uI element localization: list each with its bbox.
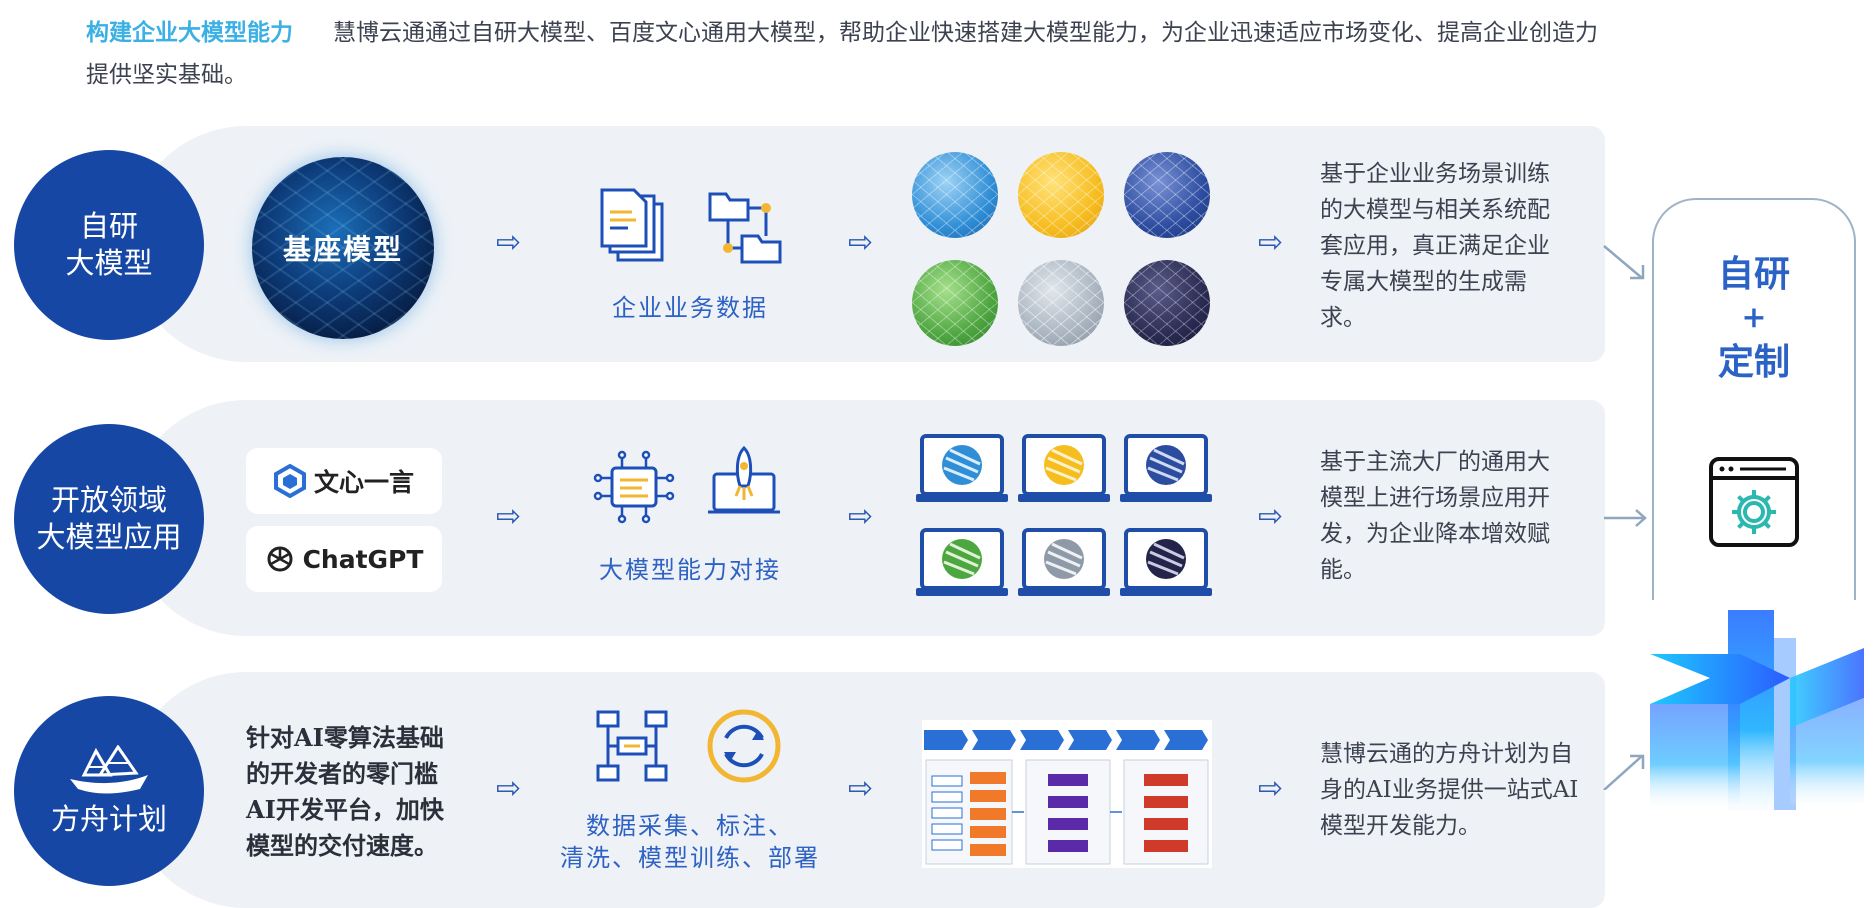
panel-title-bottom: 定制 xyxy=(1717,341,1790,383)
chatgpt-label: ChatGPT xyxy=(302,544,424,574)
sphere-gray xyxy=(1018,260,1104,346)
wenxin-icon xyxy=(273,464,306,498)
rocket-laptop-icon xyxy=(708,445,780,514)
row-1-arrow-1: ⇨ xyxy=(496,225,522,260)
row-1-circle-line-2: 大模型 xyxy=(65,246,153,280)
base-model-label: 基座模型 xyxy=(282,233,403,266)
laptop-blue xyxy=(916,434,1008,502)
row-3-arrow-1: ⇨ xyxy=(496,771,522,806)
row-band-2 xyxy=(128,400,1605,636)
row-2-caption: 大模型能力对接 xyxy=(599,556,781,584)
sphere-dark xyxy=(1124,260,1210,346)
row-3-arrow-3: ⇨ xyxy=(1258,771,1284,806)
row-1-circle-line-1: 自研 xyxy=(79,209,138,243)
laptop-yellow xyxy=(1018,434,1110,502)
sphere-green xyxy=(912,260,998,346)
laptop-navy xyxy=(1120,434,1212,502)
row-1-caption: 企业业务数据 xyxy=(612,294,768,322)
ship-icon xyxy=(70,744,148,793)
ark-plan-text: 针对AI零算法基础的开发者的零门槛AI开发平台，加快模型的交付速度。 xyxy=(246,723,444,860)
intro-paragraph: 构建企业大模型能力慧博云通通过自研大模型、百度文心通用大模型，帮助企业快速搭建大… xyxy=(86,12,1606,96)
sphere-yellow xyxy=(1018,152,1104,238)
openai-icon xyxy=(267,546,293,572)
panel-title-top: 自研 xyxy=(1717,253,1790,295)
intro-highlight: 构建企业大模型能力 xyxy=(86,19,293,46)
chatgpt-logo: ChatGPT xyxy=(246,526,442,592)
row-2-arrow-3: ⇨ xyxy=(1258,499,1284,534)
row-3-arrow-2: ⇨ xyxy=(848,771,874,806)
base-model-globe: 基座模型 xyxy=(252,157,434,339)
row-1-arrow-2: ⇨ xyxy=(848,225,874,260)
network-icon xyxy=(596,710,668,782)
brand-3d-logo xyxy=(1650,610,1864,810)
self-dev-custom-panel: 自研 + 定制 xyxy=(1652,198,1856,600)
platform-thumbnail xyxy=(922,720,1212,868)
laptop-dark xyxy=(1120,528,1212,596)
row-2-description: 基于主流大厂的通用大模型上进行场景应用开发，为企业降本增效赋能。 xyxy=(1320,449,1550,583)
row-2-arrow-2: ⇨ xyxy=(848,499,874,534)
panel-plus: + xyxy=(1741,300,1767,335)
intro-text: 慧博云通通过自研大模型、百度文心通用大模型，帮助企业快速搭建大模型能力，为企业迅… xyxy=(86,20,1598,88)
row-1-description: 基于企业业务场景训练的大模型与相关系统配套应用，真正满足企业专属大模型的生成需求… xyxy=(1320,161,1550,331)
row-1-circle: 自研 大模型 xyxy=(14,150,204,340)
row-band-3 xyxy=(128,672,1605,908)
row-3-caption: 数据采集、标注、 清洗、模型训练、部署 xyxy=(540,810,840,874)
row-2-circle-line-1: 开放领域 xyxy=(50,483,167,517)
laptop-gray xyxy=(1018,528,1110,596)
row-1-arrow-3: ⇨ xyxy=(1258,225,1284,260)
row-3-circle: 方舟计划 xyxy=(14,696,204,886)
row-3-description: 慧博云通的方舟计划为自身的AI业务提供一站式AI模型开发能力。 xyxy=(1320,741,1579,839)
row-3-caption-line-1: 数据采集、标注、 xyxy=(586,812,794,840)
chip-icon xyxy=(593,450,675,524)
sphere-navy xyxy=(1124,152,1210,238)
settings-window-icon xyxy=(1709,457,1799,547)
folder-tree-icon xyxy=(708,192,782,264)
row-3-circle-line-1: 方舟计划 xyxy=(50,801,167,836)
sphere-blue xyxy=(912,152,998,238)
row-2-circle-line-2: 大模型应用 xyxy=(36,520,182,554)
refresh-icon xyxy=(707,709,781,783)
laptop-green xyxy=(916,528,1008,596)
wenxin-label: 文心一言 xyxy=(313,468,414,497)
row-2-arrow-1: ⇨ xyxy=(496,499,522,534)
row-3-caption-line-2: 清洗、模型训练、部署 xyxy=(560,844,820,872)
connector-arrows xyxy=(1603,245,1647,790)
documents-icon xyxy=(600,188,664,262)
row-2-circle: 开放领域 大模型应用 xyxy=(14,424,204,614)
wenxin-logo: 文心一言 xyxy=(246,448,442,514)
